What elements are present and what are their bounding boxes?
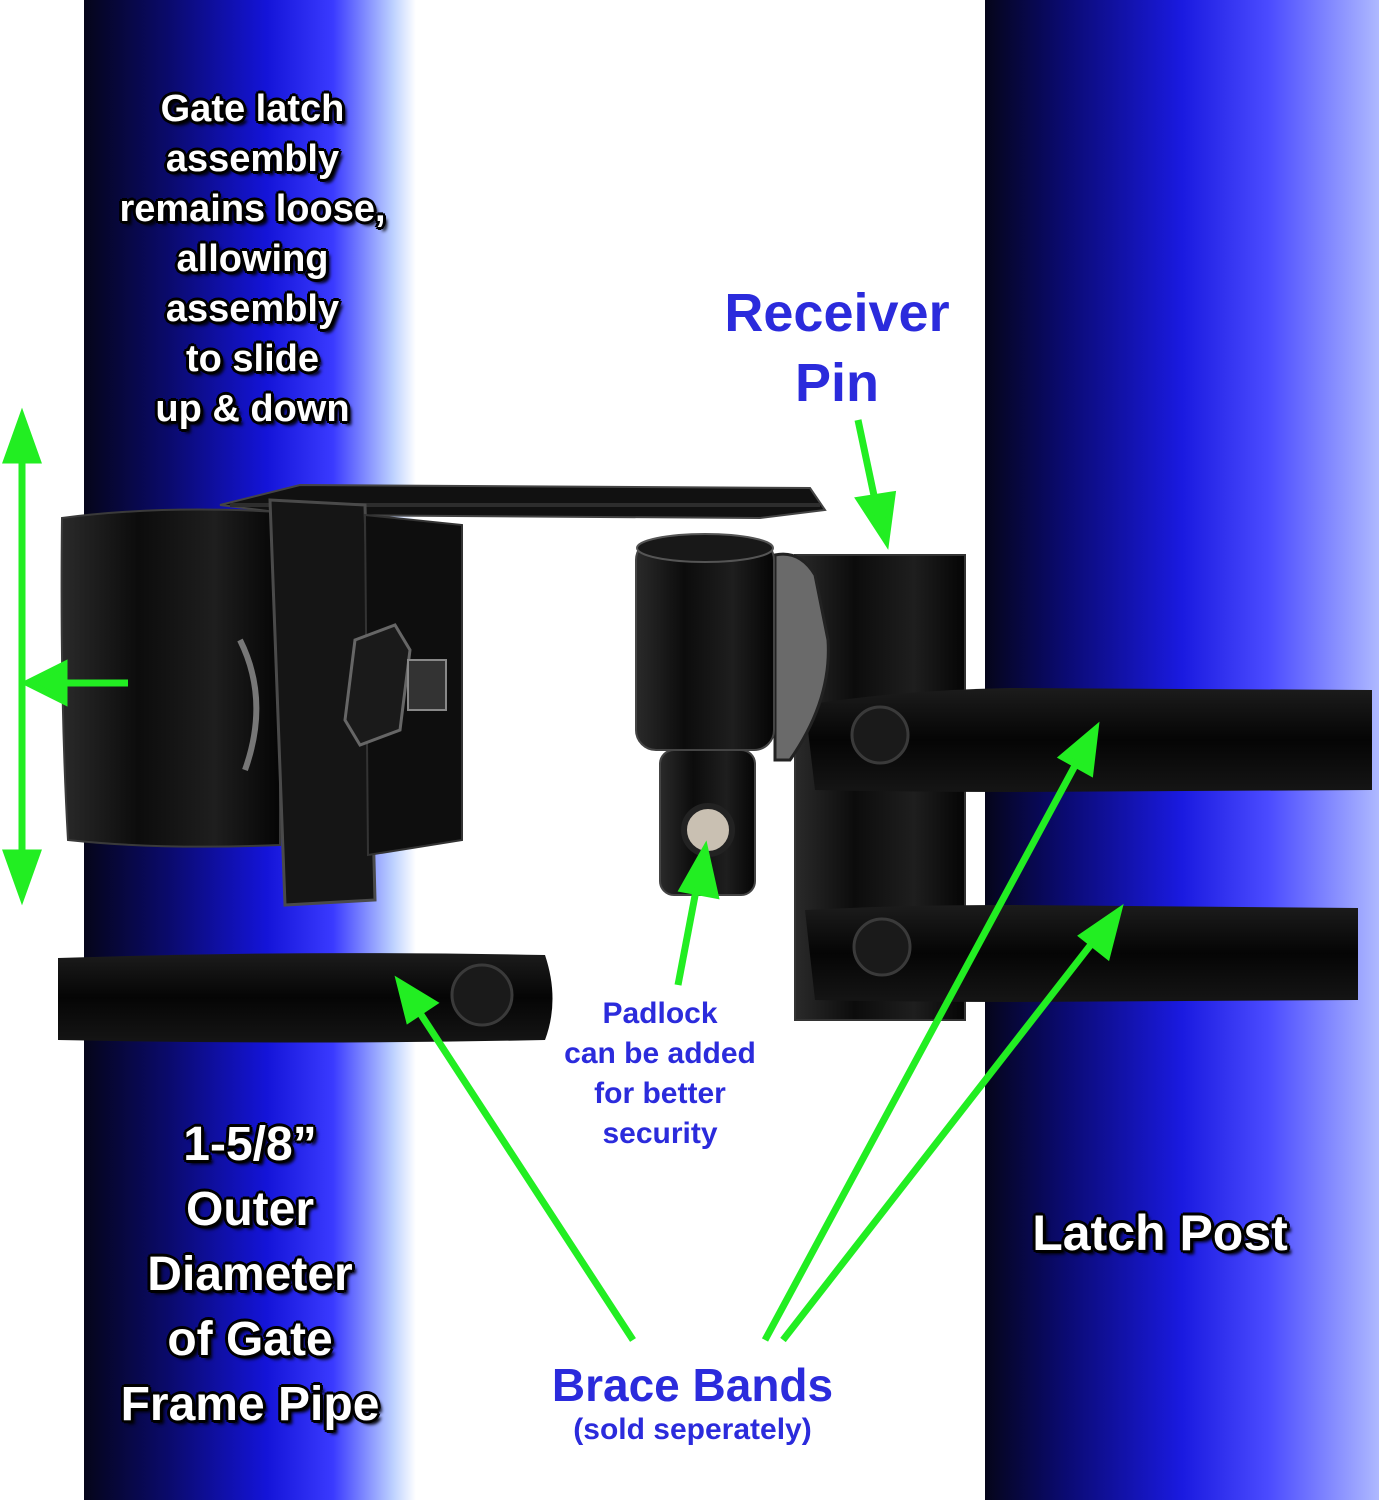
receiver-pin-line: Pin — [794, 353, 879, 413]
pipe-size-line: Frame Pipe — [120, 1378, 380, 1431]
pipe-pointer-arrow — [20, 659, 128, 707]
pipe-size-line: Diameter — [147, 1248, 353, 1301]
padlock-note-line: for better — [594, 1077, 726, 1110]
pipe-size-line: Outer — [185, 1183, 314, 1236]
padlock-note: Padlock can be added for better security — [540, 994, 780, 1154]
receiver-pin-line: Receiver — [724, 283, 950, 343]
assembly-note-line: remains loose, — [119, 188, 386, 230]
pipe-size-line: 1-5/8” — [183, 1118, 317, 1171]
brace-bands-label: Brace Bands (sold seperately) — [530, 1358, 855, 1448]
padlock-note-line: security — [602, 1117, 718, 1150]
brace-bands-note: (sold seperately) — [573, 1413, 812, 1446]
pipe-size-note: 1-5/8” Outer Diameter of Gate Frame Pipe — [90, 1112, 410, 1437]
brace-bands-title: Brace Bands — [551, 1359, 834, 1411]
latch-post-label: Latch Post — [1010, 1208, 1310, 1258]
receiver-pin — [773, 552, 830, 762]
latch-clamp-body — [60, 498, 463, 907]
slide-double-arrow — [2, 407, 42, 906]
padlock-note-line: Padlock — [602, 997, 718, 1030]
assembly-note-line: assembly — [165, 138, 340, 180]
brace-band-arrow-gate — [394, 975, 636, 1342]
pipe-size-line: of Gate — [167, 1313, 333, 1366]
assembly-note-line: assembly — [165, 288, 340, 330]
brace-band-arrow-upper — [761, 721, 1100, 1342]
receiver-pin-label: Receiver Pin — [712, 278, 962, 418]
brace-band-arrow-lower — [780, 903, 1124, 1343]
assembly-note: Gate latch assembly remains loose, allow… — [100, 84, 405, 434]
assembly-note-line: up & down — [155, 388, 350, 430]
brace-band-gate — [58, 953, 553, 1043]
receiver-pin-arrow — [854, 419, 897, 550]
assembly-note-line: to slide — [185, 338, 320, 380]
assembly-note-line: allowing — [176, 238, 329, 280]
assembly-note-line: Gate latch — [160, 88, 345, 130]
padlock-note-line: can be added — [564, 1037, 756, 1070]
padlock-arrow — [674, 840, 720, 986]
latch-post-text: Latch Post — [1032, 1205, 1288, 1261]
latch-tube — [635, 533, 775, 896]
